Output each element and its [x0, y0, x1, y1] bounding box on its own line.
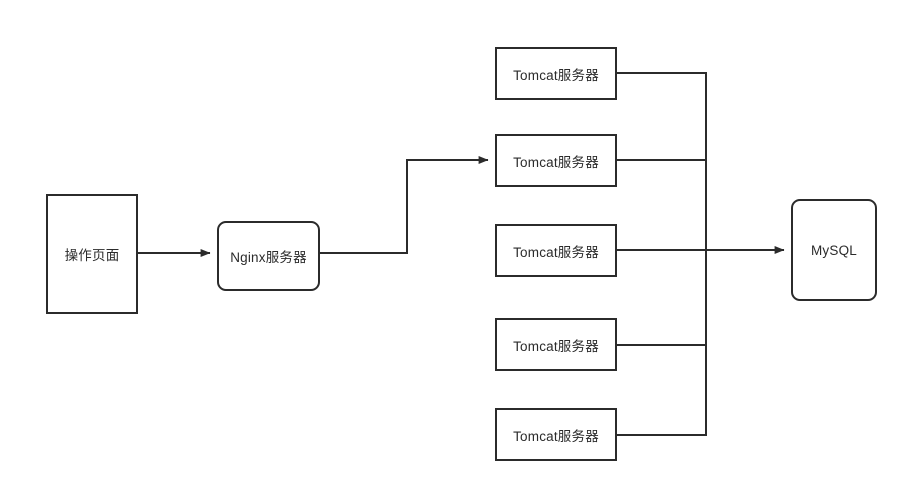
node-client-page-label: 操作页面: [64, 248, 120, 263]
node-tomcat-server-3-label: Tomcat服务器: [513, 244, 599, 260]
node-tomcat-server-2-label: Tomcat服务器: [513, 154, 599, 170]
node-client-page[interactable]: 操作页面: [46, 194, 138, 314]
node-tomcat-server-1-label: Tomcat服务器: [513, 67, 599, 83]
connector-nginx-to-tomcat-cluster: [320, 156, 489, 254]
node-mysql-database-label: MySQL: [810, 242, 857, 258]
node-nginx-server[interactable]: Nginx服务器: [217, 221, 320, 291]
node-tomcat-server-1[interactable]: Tomcat服务器: [495, 47, 617, 100]
node-tomcat-server-5-label: Tomcat服务器: [513, 428, 599, 444]
node-nginx-server-label: Nginx服务器: [230, 250, 307, 265]
node-tomcat-server-2[interactable]: Tomcat服务器: [495, 134, 617, 187]
node-tomcat-server-5[interactable]: Tomcat服务器: [495, 408, 617, 461]
node-tomcat-server-4-label: Tomcat服务器: [513, 338, 599, 354]
node-tomcat-server-4[interactable]: Tomcat服务器: [495, 318, 617, 371]
node-tomcat-server-3[interactable]: Tomcat服务器: [495, 224, 617, 277]
node-mysql-database[interactable]: MySQL: [791, 199, 877, 301]
